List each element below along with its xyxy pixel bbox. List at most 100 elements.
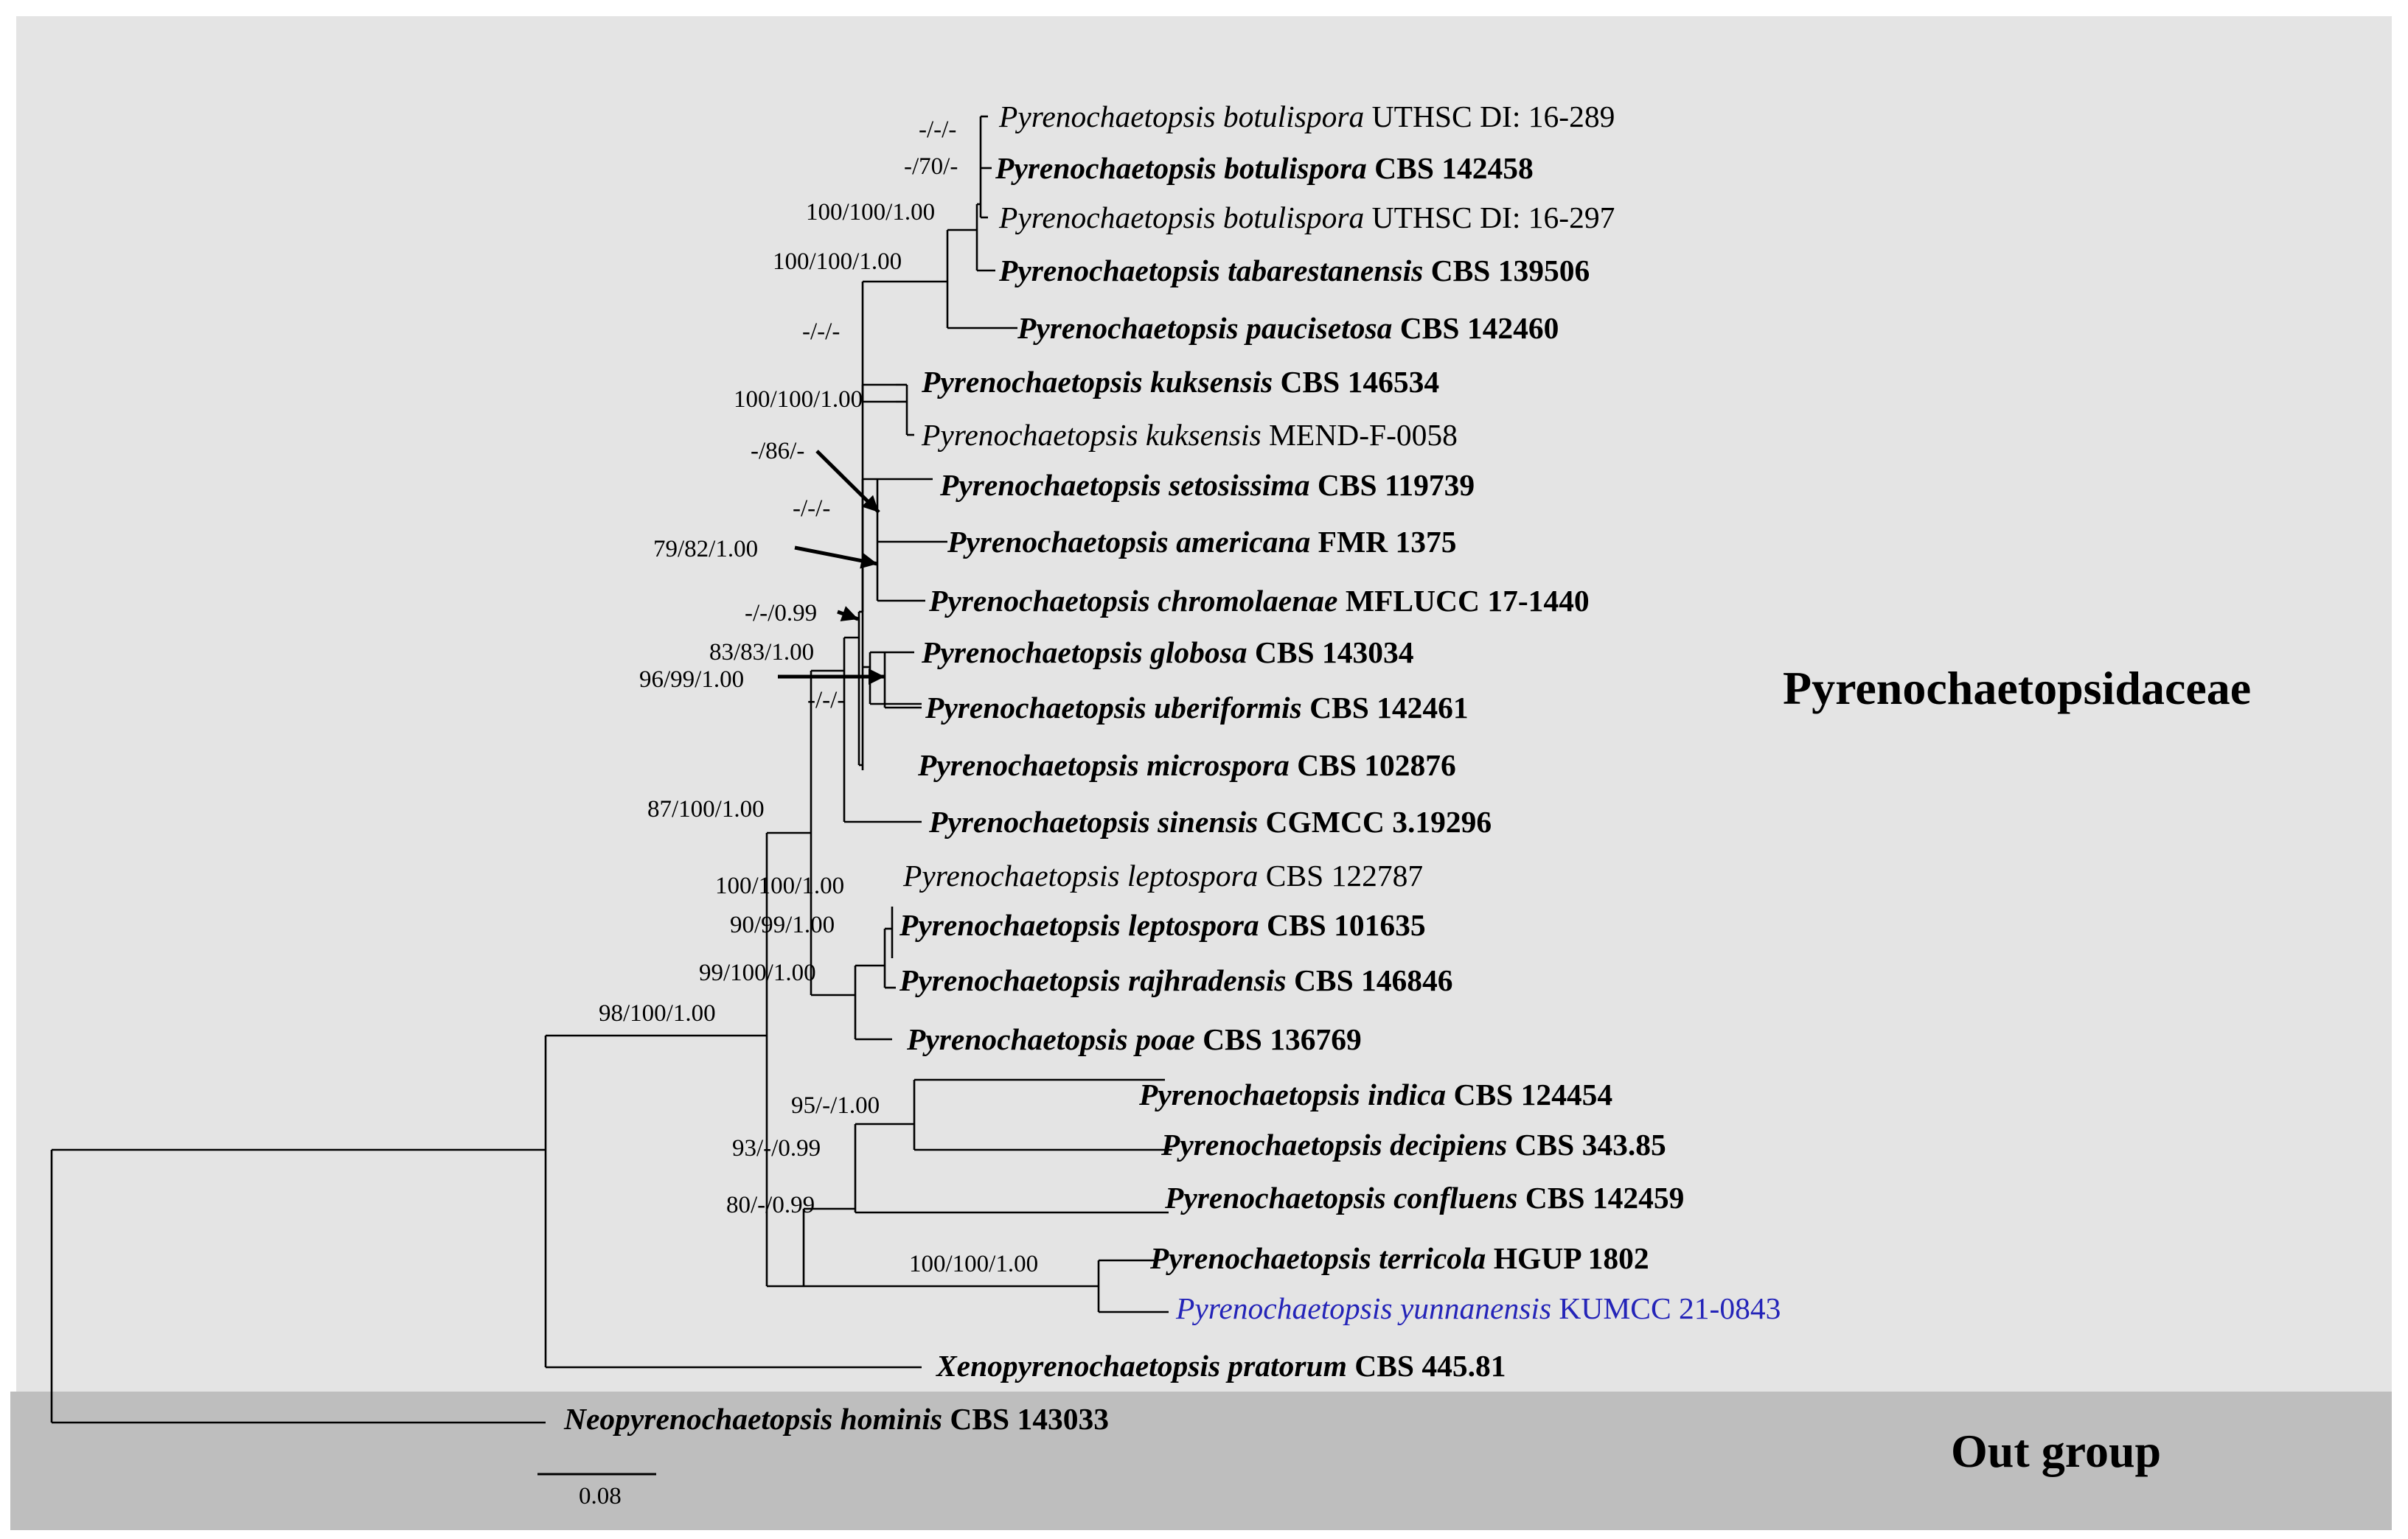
strain-number: CBS 146534: [1273, 365, 1439, 399]
taxon-label: Neopyrenochaetopsis hominis CBS 143033: [563, 1402, 1109, 1436]
support-value: 95/-/1.00: [791, 1092, 880, 1119]
taxon-label: Pyrenochaetopsis globosa CBS 143034: [921, 635, 1414, 669]
taxon-label: Pyrenochaetopsis rajhradensis CBS 146846: [899, 963, 1453, 997]
taxon-name: Pyrenochaetopsis poae: [906, 1022, 1195, 1056]
taxon-name: Pyrenochaetopsis botulispora: [998, 200, 1364, 234]
taxon-label: Pyrenochaetopsis decipiens CBS 343.85: [1160, 1128, 1666, 1162]
taxon-label: Pyrenochaetopsis botulispora CBS 142458: [995, 151, 1534, 185]
support-value: 100/100/1.00: [806, 199, 935, 226]
support-value: 96/99/1.00: [639, 666, 744, 693]
support-value: 100/100/1.00: [734, 386, 863, 413]
taxon-label: Pyrenochaetopsis confluens CBS 142459: [1164, 1181, 1684, 1215]
taxon-name: Pyrenochaetopsis botulispora: [995, 151, 1367, 185]
strain-number: CBS 101635: [1259, 908, 1426, 942]
strain-number: CBS 119739: [1309, 468, 1475, 502]
scale-bar-label: 0.08: [579, 1483, 622, 1510]
outgroup-background: [10, 1392, 2392, 1530]
outgroup-label: Out group: [1951, 1425, 2161, 1477]
support-value: -/86/-: [751, 438, 804, 464]
strain-number: CBS 146846: [1287, 963, 1453, 997]
taxon-name: Pyrenochaetopsis yunnanensis: [1175, 1291, 1551, 1325]
taxon-labels: Pyrenochaetopsis botulispora UTHSC DI: 1…: [563, 100, 1781, 1436]
taxon-label: Xenopyrenochaetopsis pratorum CBS 445.81: [935, 1349, 1506, 1383]
support-value: 100/100/1.00: [909, 1251, 1038, 1277]
taxon-name: Pyrenochaetopsis terricola: [1149, 1241, 1486, 1275]
strain-number: CBS 142461: [1302, 691, 1469, 725]
support-value: 83/83/1.00: [709, 639, 814, 666]
support-value: 93/-/0.99: [732, 1135, 821, 1162]
taxon-label: Pyrenochaetopsis poae CBS 136769: [906, 1022, 1362, 1056]
strain-number: CBS 142460: [1392, 311, 1559, 345]
ingroup-background: [16, 16, 2392, 1392]
strain-number: CBS 142459: [1517, 1181, 1684, 1215]
support-value: 90/99/1.00: [730, 912, 835, 938]
taxon-label: Pyrenochaetopsis uberiformis CBS 142461: [925, 691, 1469, 725]
support-value: 98/100/1.00: [599, 1000, 716, 1027]
strain-number: CBS 142458: [1367, 151, 1534, 185]
taxon-name: Pyrenochaetopsis kuksensis: [921, 365, 1273, 399]
taxon-name: Pyrenochaetopsis tabarestanensis: [998, 254, 1423, 287]
strain-number: MEND-F-0058: [1262, 418, 1458, 452]
strain-number: UTHSC DI: 16-297: [1364, 200, 1615, 234]
strain-number: CBS 343.85: [1507, 1128, 1666, 1162]
taxon-label: Pyrenochaetopsis paucisetosa CBS 142460: [1017, 311, 1559, 345]
support-value: -/-/-: [807, 687, 845, 713]
taxon-name: Pyrenochaetopsis globosa: [921, 635, 1248, 669]
taxon-name: Pyrenochaetopsis sinensis: [928, 805, 1258, 839]
strain-number: CBS 139506: [1423, 254, 1590, 287]
taxon-label: Pyrenochaetopsis kuksensis CBS 146534: [921, 365, 1439, 399]
taxon-name: Pyrenochaetopsis indica: [1138, 1078, 1446, 1112]
support-value: -/70/-: [904, 153, 958, 180]
taxon-label: Pyrenochaetopsis indica CBS 124454: [1138, 1078, 1612, 1112]
taxon-name: Pyrenochaetopsis uberiformis: [925, 691, 1302, 725]
strain-number: HGUP 1802: [1486, 1241, 1649, 1275]
strain-number: CBS 122787: [1258, 859, 1423, 893]
taxon-label: Pyrenochaetopsis chromolaenae MFLUCC 17-…: [928, 584, 1590, 618]
taxon-name: Neopyrenochaetopsis hominis: [563, 1402, 942, 1436]
taxon-label: Pyrenochaetopsis setosissima CBS 119739: [939, 468, 1475, 502]
support-arrow: [794, 545, 878, 569]
support-values: -/-/- -/70/- 100/100/1.00 100/100/1.00 -/-/-…: [599, 116, 1038, 1277]
taxon-label: Pyrenochaetopsis microspora CBS 102876: [917, 748, 1456, 782]
strain-number: CBS 445.81: [1347, 1349, 1506, 1383]
support-value: 100/100/1.00: [773, 248, 902, 275]
taxon-name: Pyrenochaetopsis botulispora: [998, 100, 1364, 133]
support-value: 100/100/1.00: [715, 873, 844, 899]
taxon-label: Pyrenochaetopsis leptospora CBS 101635: [899, 908, 1426, 942]
support-value: 79/82/1.00: [653, 536, 758, 562]
taxon-label: Pyrenochaetopsis kuksensis MEND-F-0058: [921, 418, 1458, 452]
taxon-name: Pyrenochaetopsis leptospora: [899, 908, 1259, 942]
support-value: 87/100/1.00: [647, 796, 765, 823]
strain-number: FMR 1375: [1310, 525, 1456, 559]
taxon-label: Pyrenochaetopsis terricola HGUP 1802: [1149, 1241, 1649, 1275]
support-arrow: [778, 669, 885, 685]
taxon-name: Pyrenochaetopsis leptospora: [902, 859, 1258, 893]
taxon-name: Pyrenochaetopsis americana: [947, 525, 1310, 559]
taxon-label: Pyrenochaetopsis leptospora CBS 122787: [902, 859, 1423, 893]
strain-number: CBS 136769: [1195, 1022, 1362, 1056]
support-arrow: [815, 450, 880, 514]
strain-number: MFLUCC 17-1440: [1337, 584, 1589, 618]
support-value: -/-/0.99: [745, 600, 817, 627]
taxon-name: Pyrenochaetopsis chromolaenae: [928, 584, 1337, 618]
support-arrow: [837, 606, 859, 621]
strain-number: UTHSC DI: 16-289: [1364, 100, 1615, 133]
support-arrows: [778, 450, 885, 685]
taxon-label: Pyrenochaetopsis yunnanensis KUMCC 21-08…: [1175, 1291, 1781, 1325]
strain-number: KUMCC 21-0843: [1551, 1291, 1781, 1325]
taxon-label: Pyrenochaetopsis americana FMR 1375: [947, 525, 1456, 559]
taxon-name: Pyrenochaetopsis kuksensis: [921, 418, 1262, 452]
taxon-label: Pyrenochaetopsis tabarestanensis CBS 139…: [998, 254, 1590, 287]
support-value: -/-/-: [793, 495, 830, 522]
taxon-name: Xenopyrenochaetopsis pratorum: [935, 1349, 1347, 1383]
strain-number: CBS 102876: [1290, 748, 1456, 782]
taxon-name: Pyrenochaetopsis microspora: [917, 748, 1290, 782]
taxon-name: Pyrenochaetopsis setosissima: [939, 468, 1309, 502]
taxon-name: Pyrenochaetopsis rajhradensis: [899, 963, 1287, 997]
support-value: -/-/-: [919, 116, 956, 143]
taxon-label: Pyrenochaetopsis botulispora UTHSC DI: 1…: [998, 100, 1615, 133]
strain-number: CBS 143034: [1248, 635, 1414, 669]
taxon-name: Pyrenochaetopsis decipiens: [1160, 1128, 1507, 1162]
taxon-name: Pyrenochaetopsis confluens: [1164, 1181, 1517, 1215]
